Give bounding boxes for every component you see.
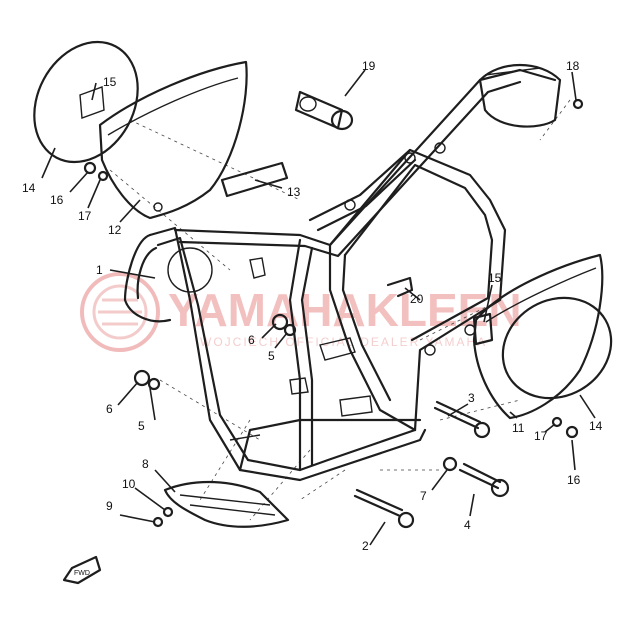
callout-11: 11 (512, 421, 525, 435)
screw-9 (152, 516, 164, 528)
callout-16-left: 16 (50, 193, 64, 207)
callout-13: 13 (287, 185, 301, 199)
callout-3: 3 (468, 391, 475, 405)
bracket (386, 276, 414, 298)
callout-labels: 1 2 3 4 5 5 6 6 7 8 9 10 11 12 13 14 14 … (22, 59, 603, 553)
callout-9: 9 (106, 499, 113, 513)
fwd-label: FWD (74, 570, 90, 577)
bolt-2 (353, 488, 415, 529)
callout-6-center: 6 (248, 333, 255, 347)
callout-5-center: 5 (268, 349, 275, 363)
callout-5-left: 5 (138, 419, 145, 433)
rubber-bush (294, 90, 354, 131)
watermark-logo (80, 272, 160, 352)
callout-14-right: 14 (589, 419, 603, 433)
callout-1: 1 (96, 263, 103, 277)
decal-strip (220, 161, 289, 198)
bolt-3 (433, 400, 491, 439)
callout-16-right: 16 (567, 473, 581, 487)
callout-15-right: 15 (488, 271, 502, 285)
leader-lines (41, 69, 596, 546)
callout-4: 4 (464, 518, 471, 532)
callout-14-left: 14 (22, 181, 36, 195)
callout-17-left: 17 (78, 209, 92, 223)
watermark: YAMAHAKLEEN WOJCIECH OFFICIAL DEALER YAM… (80, 272, 522, 352)
nut-7 (442, 456, 458, 472)
callout-2: 2 (362, 539, 369, 553)
callout-20: 20 (410, 292, 424, 306)
callout-19: 19 (362, 59, 376, 73)
callout-8: 8 (142, 457, 149, 471)
callout-7: 7 (420, 489, 427, 503)
callout-17-right: 17 (534, 429, 548, 443)
callout-18: 18 (566, 59, 580, 73)
watermark-tagline: WOJCIECH OFFICIAL DEALER YAMAHA (200, 335, 487, 349)
left-grommets (83, 98, 584, 439)
main-frame (123, 63, 562, 482)
left-side-cover (98, 60, 248, 220)
forward-arrow: FWD (62, 555, 102, 585)
collar-10 (162, 506, 174, 518)
callout-15-left: 15 (103, 75, 117, 89)
left-number-plate (33, 40, 139, 164)
callout-6-left: 6 (106, 402, 113, 416)
callout-10: 10 (122, 477, 136, 491)
callout-12: 12 (108, 223, 122, 237)
bolt-4 (458, 462, 510, 498)
skid-plate (163, 480, 290, 528)
right-side-cover (472, 253, 604, 420)
